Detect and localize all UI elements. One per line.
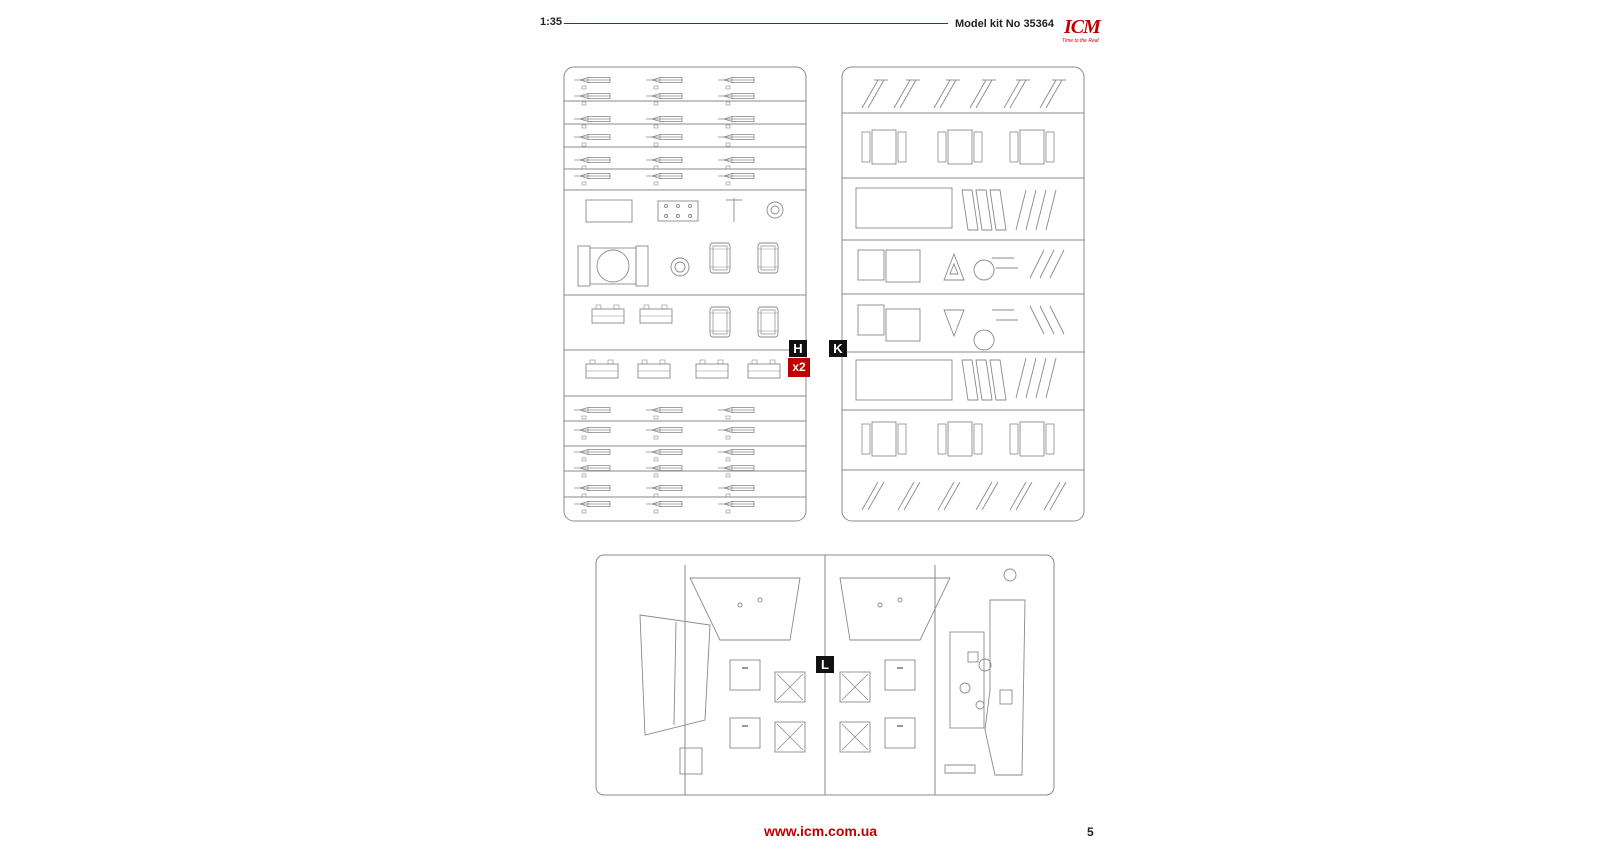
header-rule [564, 23, 948, 24]
sprue-l-label: L [816, 656, 834, 673]
logo-tagline: Time to the Real [1062, 38, 1099, 44]
page-number: 5 [1087, 825, 1094, 839]
icm-logo: ICM [1064, 16, 1101, 38]
scale-label: 1:35 [540, 16, 563, 28]
sprue-h-label: H [789, 340, 807, 357]
sprue-k-label: K [829, 340, 847, 357]
sprue-h-multiplier: x2 [788, 358, 810, 377]
sprue-k-parts [855, 79, 1067, 511]
sprue-h-mid-parts [577, 198, 784, 379]
sprue-l-parts [639, 568, 1026, 776]
sprue-l [595, 554, 1055, 796]
website-link[interactable]: www.icm.com.ua [764, 823, 878, 839]
sprue-k [841, 66, 1085, 522]
model-kit-number: Model kit No 35364 [955, 18, 1055, 30]
sprue-h [563, 66, 807, 522]
